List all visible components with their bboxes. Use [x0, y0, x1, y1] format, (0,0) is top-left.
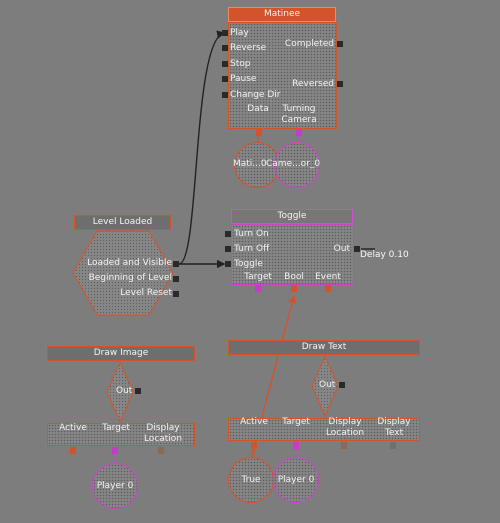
level-loaded-title[interactable]: Level Loaded — [74, 215, 171, 230]
toggle-node[interactable] — [231, 224, 354, 285]
draw-text-location-pin[interactable] — [341, 442, 347, 449]
draw-text-title[interactable]: Draw Text — [228, 340, 420, 355]
draw-text-target-pin[interactable] — [293, 442, 299, 449]
matinee-data-pin[interactable] — [256, 129, 262, 136]
draw-text-var-display-location: Display Location — [325, 417, 365, 438]
matinee-reversed-pin[interactable] — [337, 81, 343, 87]
level-loaded-beginning-pin[interactable] — [173, 276, 179, 282]
matinee-data-var-label: Mati...0 — [233, 159, 267, 169]
toggle-input-toggle: Toggle — [234, 259, 263, 269]
matinee-output-reversed: Reversed — [292, 79, 334, 89]
draw-text-active-pin[interactable] — [251, 442, 257, 449]
matinee-var-turning-camera: Turning Camera — [281, 104, 317, 125]
draw-image-player-variable[interactable] — [92, 463, 138, 509]
draw-image-active-pin[interactable] — [70, 447, 76, 454]
draw-image-node[interactable] — [47, 423, 195, 446]
matinee-camera-pin[interactable] — [296, 129, 302, 136]
level-loaded-output-reset: Level Reset — [120, 288, 172, 298]
draw-image-output-out: Out — [116, 386, 133, 396]
matinee-output-completed: Completed — [284, 39, 334, 49]
matinee-play-pin[interactable] — [222, 30, 228, 36]
matinee-stop-pin[interactable] — [222, 61, 228, 67]
level-loaded-output-loaded: Loaded and Visible — [87, 258, 172, 268]
level-loaded-node[interactable] — [72, 230, 174, 316]
wire-loaded-to-play — [178, 30, 226, 265]
toggle-var-bool: Bool — [284, 272, 304, 282]
level-loaded-reset-pin[interactable] — [173, 291, 179, 297]
matinee-title[interactable]: Matinee — [228, 7, 336, 22]
draw-image-out-pin[interactable] — [135, 388, 141, 394]
toggle-turnoff-pin[interactable] — [225, 246, 231, 252]
toggle-input-turnoff: Turn Off — [234, 244, 270, 254]
true-bool-variable[interactable] — [228, 457, 274, 503]
matinee-reverse-pin[interactable] — [222, 45, 228, 51]
matinee-var-data: Data — [247, 104, 269, 114]
camera-actor-variable[interactable] — [274, 142, 320, 188]
draw-text-var-active: Active — [240, 417, 268, 427]
matinee-pause-pin[interactable] — [222, 76, 228, 82]
draw-image-var-display-location: Display Location — [143, 423, 183, 444]
matinee-changedir-pin[interactable] — [222, 92, 228, 98]
toggle-toggle-pin[interactable] — [225, 261, 231, 267]
draw-text-var-display-text: Display Text — [377, 417, 411, 438]
toggle-output-out: Out — [333, 244, 350, 254]
draw-image-target-pin[interactable] — [112, 447, 118, 454]
matinee-input-play: Play — [230, 28, 249, 38]
draw-text-node[interactable] — [228, 418, 420, 441]
level-loaded-output-beginning: Beginning of Level — [88, 273, 172, 283]
draw-text-player-label: Player 0 — [277, 475, 315, 485]
toggle-input-turnon: Turn On — [234, 229, 269, 239]
level-loaded-loaded-pin[interactable] — [173, 261, 179, 267]
toggle-event-pin[interactable] — [325, 285, 331, 292]
matinee-input-reverse: Reverse — [230, 43, 267, 53]
matinee-completed-pin[interactable] — [337, 41, 343, 47]
draw-image-var-active: Active — [59, 423, 87, 433]
toggle-turnon-pin[interactable] — [225, 231, 231, 237]
draw-text-out-pin[interactable] — [339, 382, 345, 388]
toggle-out-pin[interactable] — [354, 246, 360, 252]
matinee-input-changedir: Change Dir — [230, 90, 281, 100]
true-bool-label: True — [241, 475, 261, 485]
draw-text-text-pin[interactable] — [390, 442, 396, 449]
draw-text-out-diamond — [311, 355, 339, 417]
camera-actor-var-label: Came...or_0 — [266, 159, 321, 169]
toggle-delay-label: Delay 0.10 — [360, 250, 409, 260]
draw-text-var-target: Target — [282, 417, 310, 427]
draw-image-location-pin[interactable] — [158, 447, 164, 454]
toggle-bool-pin[interactable] — [291, 285, 297, 292]
draw-image-title[interactable]: Draw Image — [47, 346, 195, 361]
toggle-var-target: Target — [244, 272, 272, 282]
matinee-node[interactable] — [228, 22, 337, 129]
draw-image-out-diamond — [106, 361, 134, 423]
matinee-input-stop: Stop — [230, 59, 251, 69]
toggle-var-event: Event — [315, 272, 341, 282]
draw-text-output-out: Out — [319, 380, 336, 390]
toggle-target-pin[interactable] — [255, 285, 261, 292]
toggle-title[interactable]: Toggle — [231, 209, 353, 224]
matinee-input-pause: Pause — [230, 74, 257, 84]
draw-image-player-label: Player 0 — [96, 481, 134, 491]
draw-image-var-target: Target — [102, 423, 130, 433]
draw-text-player-variable[interactable] — [273, 457, 319, 503]
